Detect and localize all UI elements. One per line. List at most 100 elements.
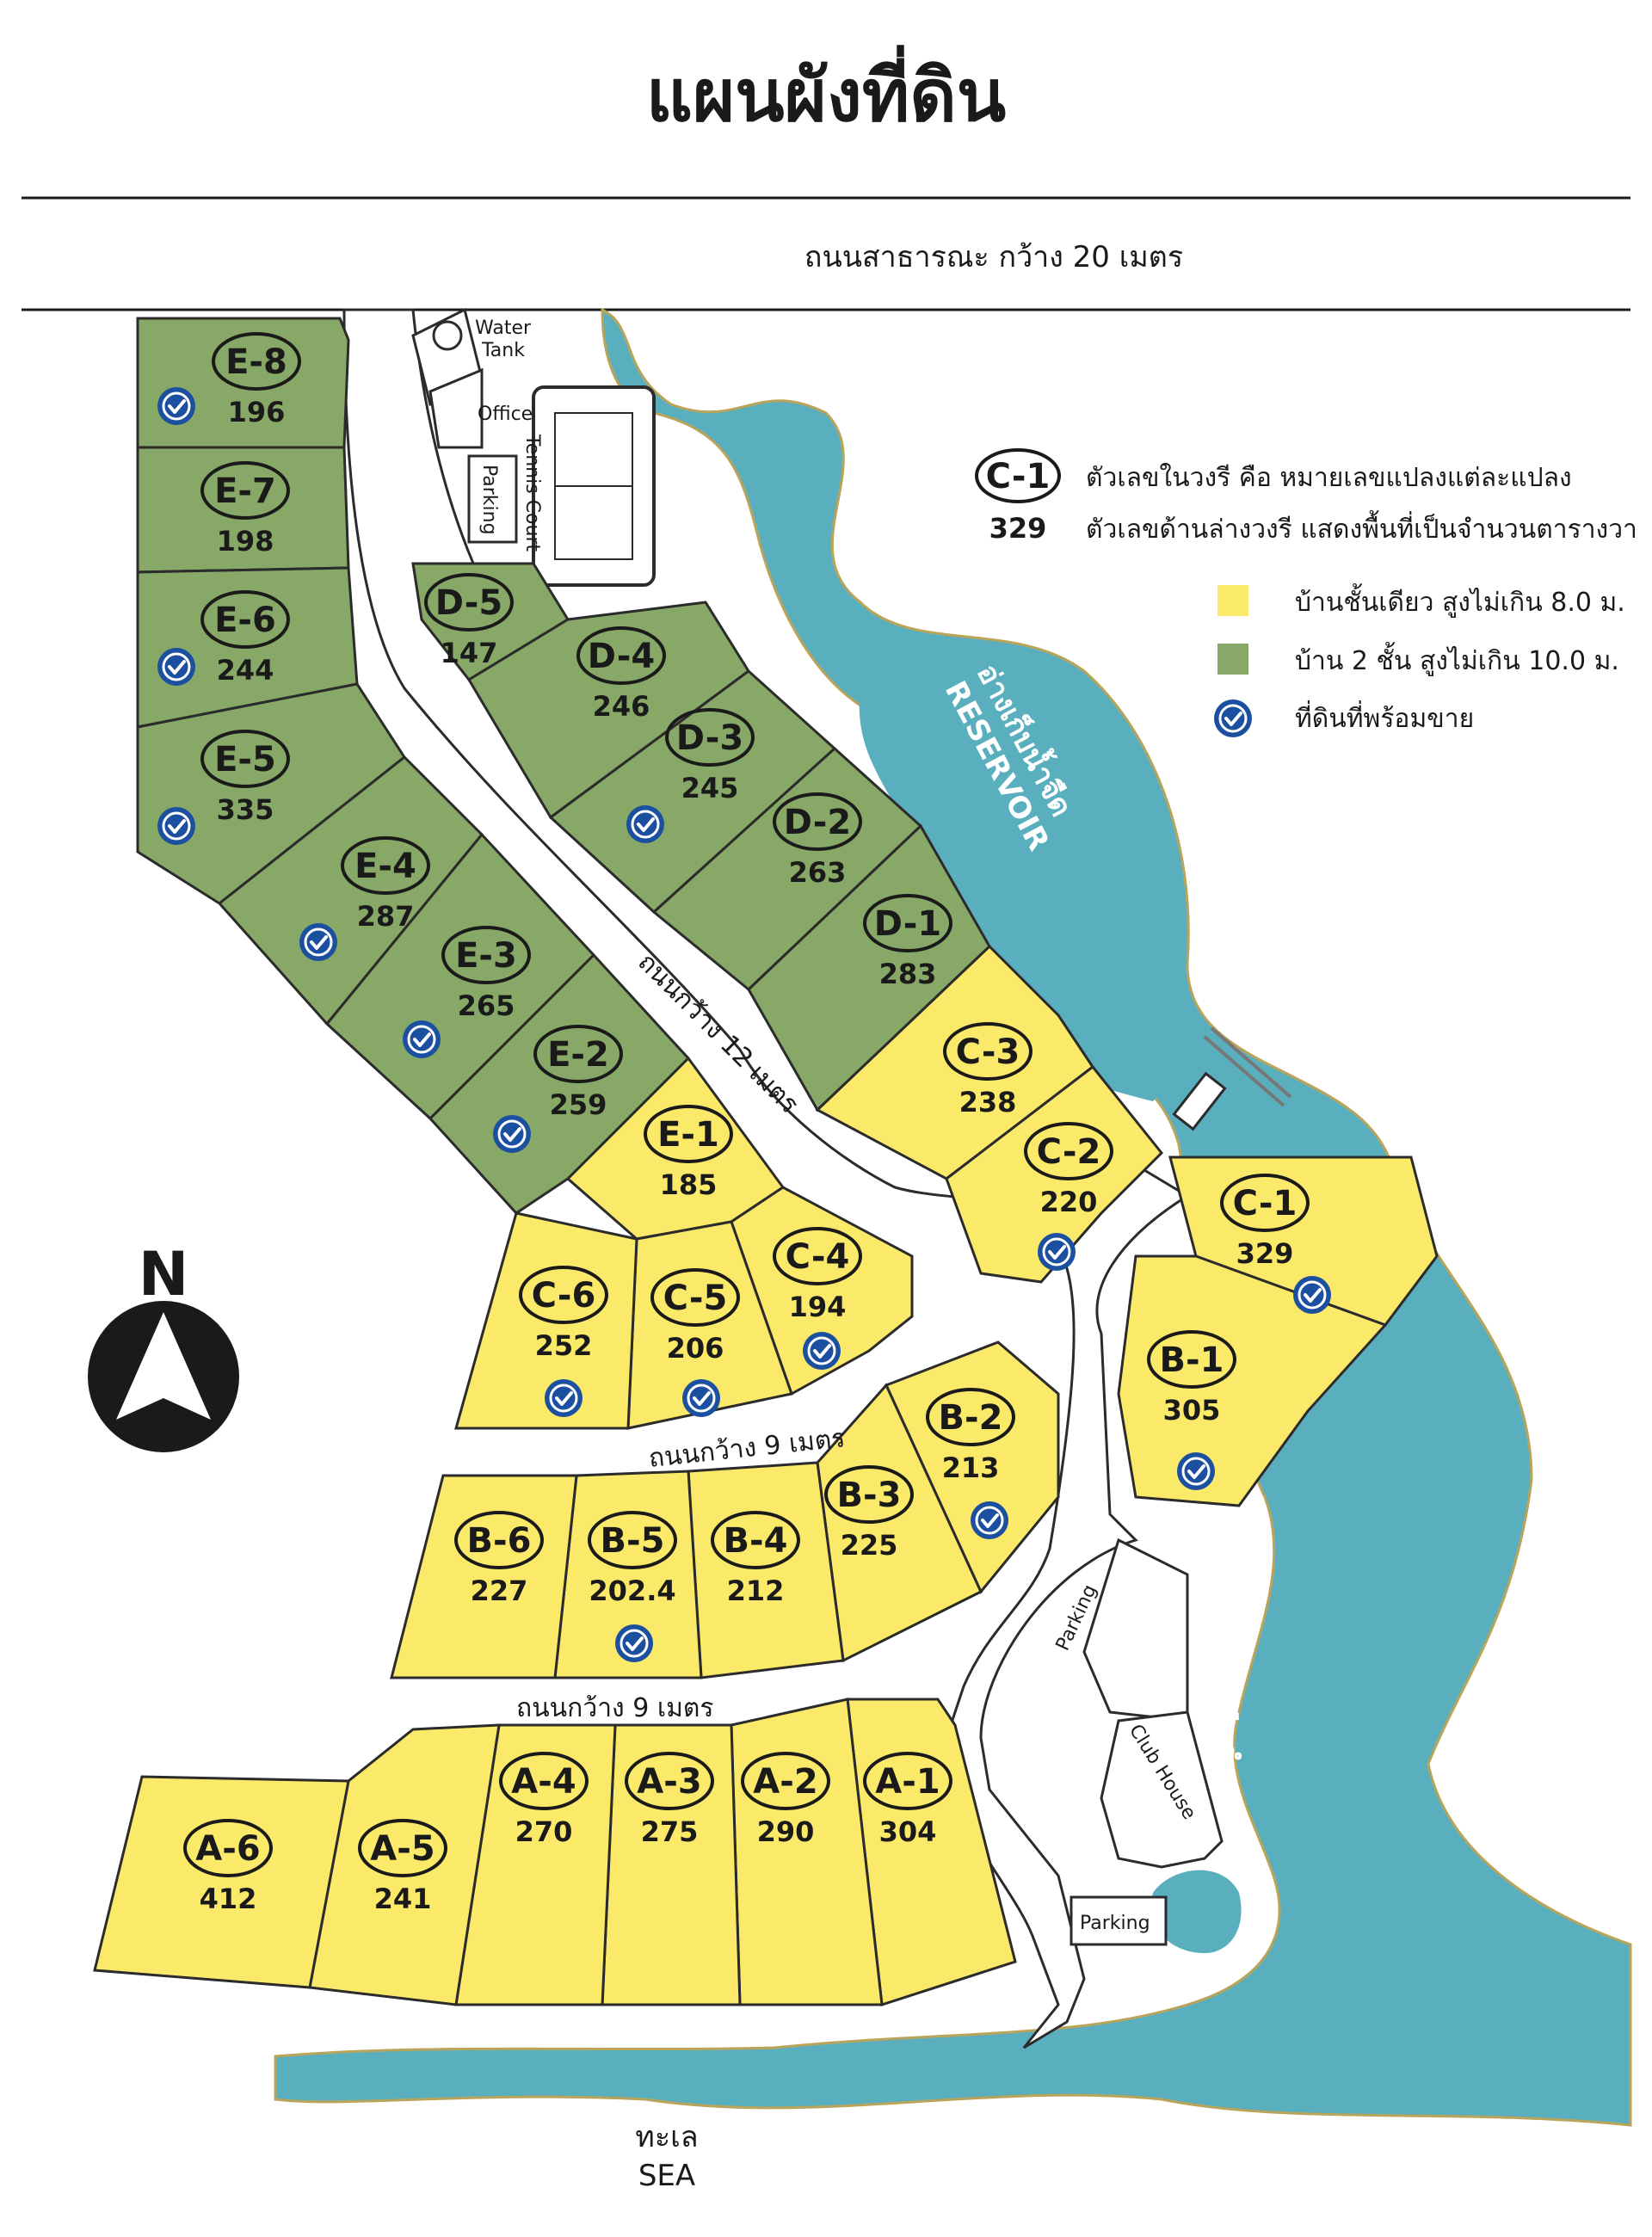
lot-C-2[interactable] [945, 1064, 1164, 1284]
lot-A-6[interactable] [93, 1775, 350, 1989]
plot-area: 202.4 [589, 1575, 675, 1607]
plot-area: 290 [757, 1815, 815, 1848]
plot-id: C-3 [956, 1032, 1020, 1072]
plot-area: 213 [942, 1451, 1000, 1484]
lot-B-1[interactable] [1117, 1254, 1388, 1507]
plot-id: A-2 [753, 1762, 817, 1802]
lot-D-4[interactable] [466, 601, 751, 820]
plot-oval [341, 836, 430, 895]
plot-id: A-5 [370, 1829, 435, 1869]
plot-oval [863, 1752, 952, 1810]
plot-oval [212, 332, 301, 391]
lot-B-4[interactable] [687, 1461, 845, 1679]
plot-id: D-5 [435, 583, 502, 623]
plot-area: 198 [217, 525, 274, 558]
legend-id-desc: ตัวเลขในวงรี คือ หมายเลขแปลงแต่ละแปลง [1086, 463, 1572, 493]
available-check-icon [615, 1624, 653, 1662]
available-check-icon [157, 807, 195, 845]
available-check-icon [1038, 1233, 1076, 1271]
plot-area: 246 [593, 690, 650, 723]
plot-id: D-1 [874, 904, 941, 944]
available-check-icon [1177, 1452, 1215, 1490]
plot-area: 227 [471, 1575, 528, 1607]
plot-id: E-2 [547, 1035, 609, 1075]
plot-area: 263 [789, 856, 847, 889]
legend-sample-oval [975, 448, 1061, 503]
available-check-icon [493, 1115, 531, 1153]
water-tank-label-1: Water [475, 317, 532, 339]
page-title: แผนผังที่ดิน [646, 45, 1006, 138]
plot-id: A-3 [637, 1762, 701, 1802]
stream-label-en: STREAM [1210, 1587, 1244, 1722]
plot-oval [200, 590, 290, 649]
lot-C-3[interactable] [815, 944, 1095, 1180]
plot-id: C-5 [663, 1279, 728, 1318]
plot-area: 329 [1236, 1237, 1294, 1270]
sea-label-en: SEA [638, 2159, 695, 2193]
legend-check-desc: ที่ดินที่พร้อมขาย [1295, 700, 1474, 734]
plot-oval [200, 730, 290, 788]
plot-id: E-7 [214, 471, 276, 511]
available-check-icon [299, 923, 337, 961]
plot-oval [588, 1511, 677, 1569]
plot-oval [1220, 1174, 1310, 1232]
plot-area: 305 [1163, 1394, 1221, 1427]
north-letter: N [139, 1239, 189, 1310]
available-check-icon [971, 1501, 1008, 1539]
lot-B-6[interactable] [390, 1474, 578, 1679]
plot-id: C-1 [1233, 1184, 1298, 1223]
plot-id: C-4 [786, 1237, 850, 1277]
plot-oval [441, 926, 531, 984]
plot-oval [424, 573, 514, 632]
parking-top-area [467, 454, 518, 544]
lot-C-1[interactable] [1168, 1155, 1439, 1327]
plot-oval [773, 792, 862, 851]
lots [93, 317, 1439, 2006]
lot-A-5[interactable] [308, 1723, 501, 2006]
compass-arrow-icon [116, 1312, 211, 1420]
plot-area: 212 [727, 1575, 785, 1607]
plot-area: 265 [458, 989, 515, 1022]
office-label: Office [478, 404, 533, 425]
available-check-icon [157, 387, 195, 425]
plot-oval [454, 1511, 544, 1569]
plot-oval [773, 1227, 862, 1285]
plot-oval [183, 1819, 273, 1877]
water-tank-icon [432, 320, 463, 351]
available-check-icon [545, 1379, 583, 1417]
legend: C-1 329 ตัวเลขในวงรี คือ หมายเลขแปลงแต่ล… [975, 448, 1637, 737]
legend-area-desc: ตัวเลขด้านล่างวงรี แสดงพื้นที่เป็นจำนวนต… [1086, 510, 1637, 545]
